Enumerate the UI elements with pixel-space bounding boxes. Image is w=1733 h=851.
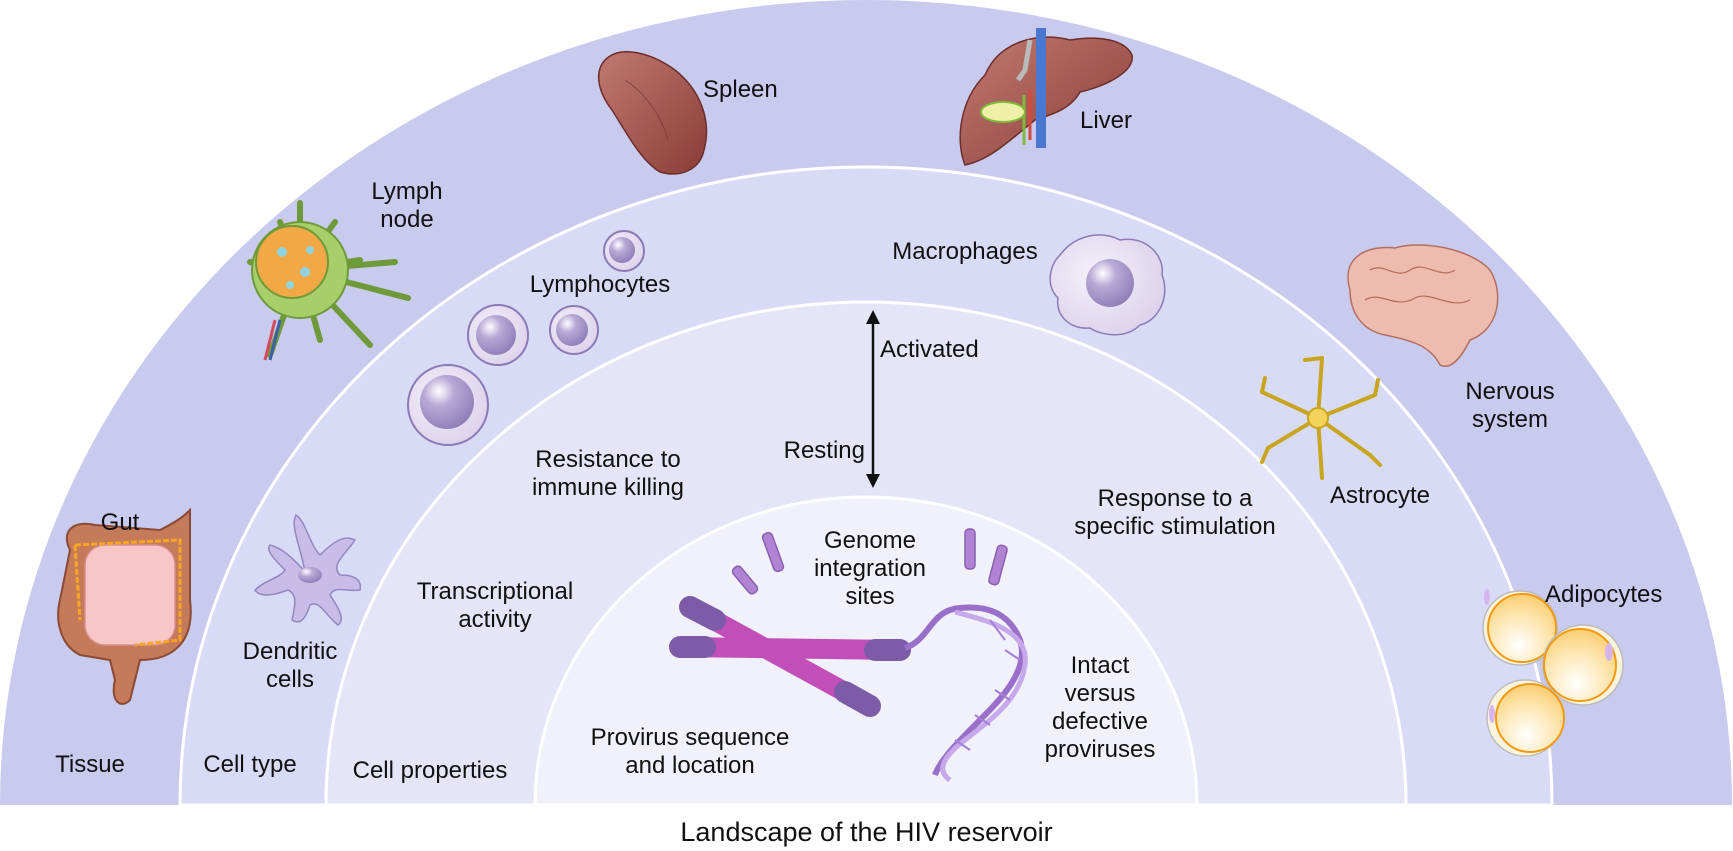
- label-gut: Gut: [100, 509, 140, 536]
- lymphocyte: [603, 230, 645, 272]
- label-spleen: Spleen: [703, 76, 778, 103]
- label-lymph-node: Lymph node: [371, 178, 443, 233]
- label-provirus-sequence-location: Provirus sequence and location: [590, 724, 790, 779]
- label-resting: Resting: [783, 437, 865, 464]
- lymphocytes-icon: [407, 230, 645, 446]
- label-dendritic-cells: Dendritic cells: [242, 638, 338, 693]
- ring-label-cell-type: Cell type: [203, 751, 297, 778]
- label-transcriptional-activity: Transcriptional activity: [416, 578, 574, 633]
- label-resistance-to-immune-killing: Resistance to immune killing: [531, 446, 685, 501]
- chromosome-icon: [669, 596, 911, 717]
- label-astrocyte: Astrocyte: [1329, 482, 1431, 509]
- adipocyte: [1542, 624, 1624, 706]
- adipocyte: [1482, 590, 1558, 666]
- gut-icon: [57, 507, 192, 705]
- dna-helix-icon: [903, 604, 1028, 783]
- adipocyte: [1486, 679, 1565, 757]
- label-intact-vs-defective: Intact versus defective proviruses: [1044, 652, 1156, 763]
- integration-site-bars: [731, 528, 1008, 595]
- lymphocyte: [549, 305, 599, 355]
- ring-label-cell-properties: Cell properties: [352, 757, 508, 784]
- activation-arrow: [866, 310, 880, 488]
- spleen-icon: [597, 51, 708, 175]
- label-nervous-system: Nervous system: [1465, 378, 1555, 433]
- label-response-to-stimulation: Response to a specific stimulation: [1074, 485, 1276, 540]
- label-genome-integration-sites: Genome integration sites: [813, 527, 927, 610]
- adipocytes-icon: [1482, 589, 1624, 757]
- figure-caption: Landscape of the HIV reservoir: [680, 817, 1053, 847]
- astrocyte-icon: [1260, 356, 1382, 480]
- lymph-node-icon: [247, 200, 411, 361]
- label-adipocytes: Adipocytes: [1545, 581, 1663, 608]
- brain-icon: [1347, 244, 1499, 367]
- macrophage-icon: [1049, 234, 1166, 336]
- liver-icon: [959, 28, 1133, 166]
- dendritic-cell-icon: [254, 513, 362, 626]
- label-activated: Activated: [880, 336, 979, 363]
- ring-label-tissue: Tissue: [55, 751, 125, 778]
- label-lymphocytes: Lymphocytes: [529, 271, 671, 298]
- label-liver: Liver: [1080, 107, 1133, 134]
- lymphocyte: [407, 364, 489, 446]
- label-macrophages: Macrophages: [892, 238, 1038, 265]
- lymphocyte: [467, 304, 529, 366]
